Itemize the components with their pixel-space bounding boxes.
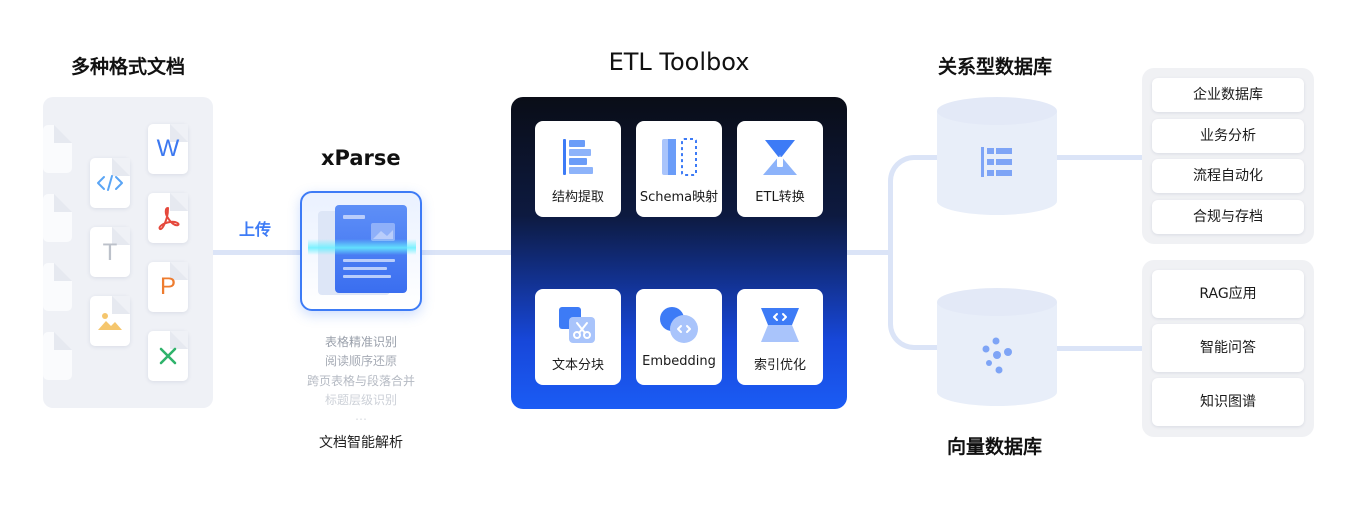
relational-database-cylinder[interactable] xyxy=(937,97,1057,217)
xparse-caption: 文档智能解析 xyxy=(319,435,403,451)
vector-outputs-group: RAG应用 智能问答 知识图谱 xyxy=(1142,260,1314,437)
etl-transform-icon xyxy=(763,140,797,175)
output-item[interactable]: 业务分析 xyxy=(1152,119,1304,153)
output-item[interactable]: 合规与存档 xyxy=(1152,200,1304,234)
etl-title: ETL Toolbox xyxy=(608,48,750,76)
connector-xparse-to-etl xyxy=(420,250,513,255)
tile-structure-extract[interactable]: 结构提取 xyxy=(535,121,621,217)
etl-toolbox-panel: 结构提取 Schema映射 ETL转换 文本分块 xyxy=(511,97,847,409)
image-doc-icon xyxy=(90,296,130,346)
excel-doc-icon xyxy=(148,331,188,381)
faded-document xyxy=(43,263,72,311)
vector-database-cylinder[interactable] xyxy=(937,288,1057,408)
faded-document xyxy=(43,194,72,242)
embedding-icon xyxy=(660,307,698,343)
tile-label: 索引优化 xyxy=(753,358,806,373)
output-item[interactable]: 知识图谱 xyxy=(1152,378,1304,426)
tile-label: Schema映射 xyxy=(639,190,719,205)
connector-docs-to-xparse xyxy=(213,250,302,255)
pdf-doc-icon xyxy=(148,193,188,243)
output-item[interactable]: 企业数据库 xyxy=(1152,78,1304,112)
connector-branch-up xyxy=(888,155,938,255)
structure-extract-icon xyxy=(563,139,593,175)
output-item[interactable]: RAG应用 xyxy=(1152,270,1304,318)
document-formats-panel: T W P xyxy=(43,97,213,408)
text-chunk-icon xyxy=(559,307,595,343)
vector-db-title: 向量数据库 xyxy=(947,436,1043,458)
connector-vector-to-outputs xyxy=(1056,346,1144,351)
relational-db-title: 关系型数据库 xyxy=(938,56,1053,78)
tile-schema-mapping[interactable]: Schema映射 xyxy=(636,121,722,217)
connector-branch-down xyxy=(888,250,938,350)
formats-title: 多种格式文档 xyxy=(71,56,186,78)
tile-label: ETL转换 xyxy=(755,190,805,205)
connector-relational-to-outputs xyxy=(1056,155,1144,160)
faded-document xyxy=(43,125,72,173)
tile-text-chunk[interactable]: 文本分块 xyxy=(535,289,621,385)
tile-index-optimize[interactable]: 索引优化 xyxy=(737,289,823,385)
scan-beam xyxy=(308,239,416,255)
index-optimize-icon xyxy=(761,308,799,342)
tile-label: Embedding xyxy=(642,354,716,369)
table-structure-icon xyxy=(981,147,1012,177)
schema-mapping-icon xyxy=(662,138,697,176)
feature-item: 阅读顺序还原 xyxy=(324,354,397,369)
tile-embedding[interactable]: Embedding xyxy=(636,289,722,385)
tile-label: 文本分块 xyxy=(551,358,604,373)
text-doc-icon: T xyxy=(90,227,130,277)
output-item[interactable]: 智能问答 xyxy=(1152,324,1304,372)
feature-item: 跨页表格与段落合并 xyxy=(306,373,415,388)
output-item[interactable]: 流程自动化 xyxy=(1152,159,1304,193)
tile-etl-transform[interactable]: ETL转换 xyxy=(737,121,823,217)
faded-document xyxy=(43,332,72,380)
upload-label: 上传 xyxy=(239,220,272,239)
xparse-parser-card[interactable] xyxy=(300,191,422,311)
xparse-title: xParse xyxy=(321,146,401,170)
connector-etl-trunk xyxy=(847,250,893,255)
word-doc-icon: W xyxy=(148,124,188,174)
vector-dots-icon xyxy=(982,337,1012,374)
powerpoint-doc-icon: P xyxy=(148,262,188,312)
xparse-feature-list: 表格精准识别 阅读顺序还原 跨页表格与段落合并 标题层级识别 … xyxy=(290,333,432,422)
code-doc-icon xyxy=(90,158,130,208)
relational-outputs-group: 企业数据库 业务分析 流程自动化 合规与存档 xyxy=(1142,68,1314,244)
feature-item: … xyxy=(355,409,367,424)
feature-item: 表格精准识别 xyxy=(324,335,397,349)
tile-label: 结构提取 xyxy=(551,190,604,205)
feature-item: 标题层级识别 xyxy=(324,392,397,407)
